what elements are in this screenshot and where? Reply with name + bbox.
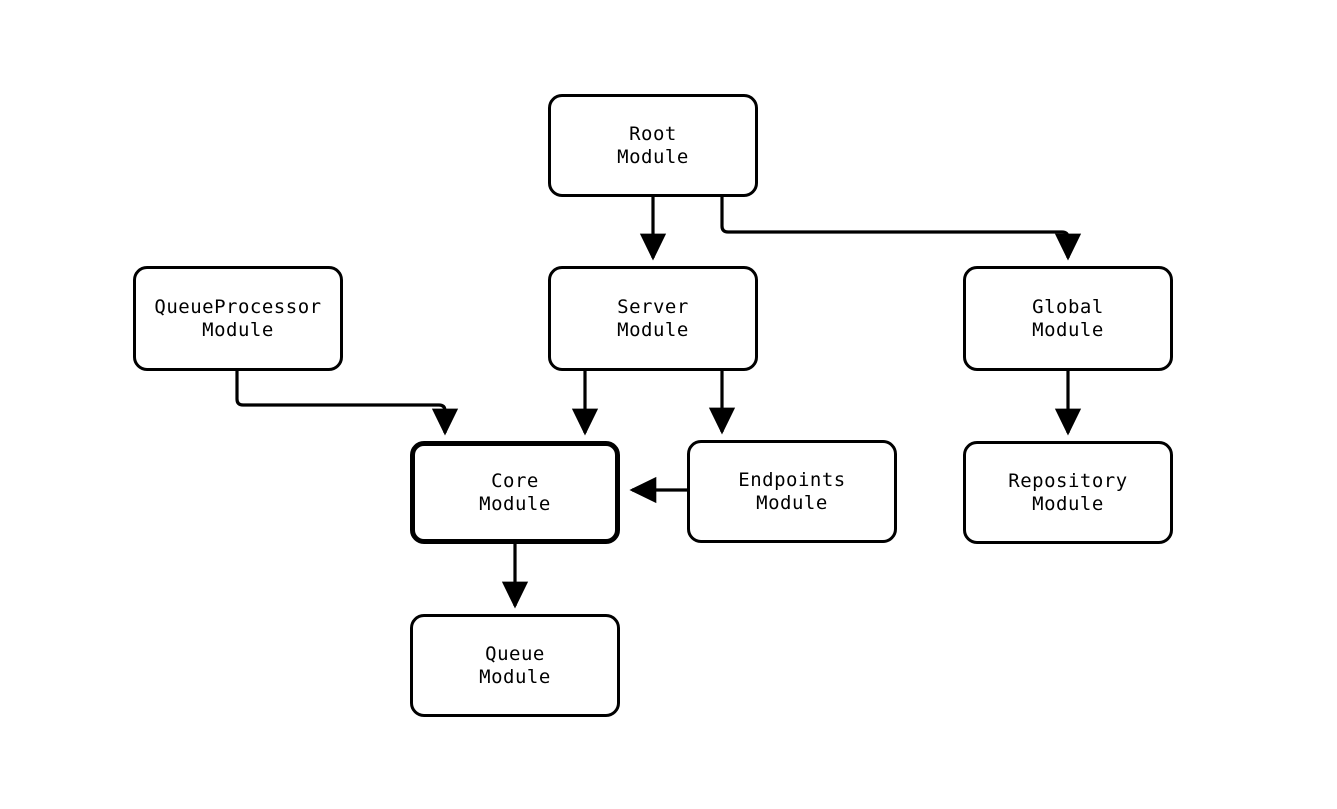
node-label-global: Global Module bbox=[1032, 295, 1104, 341]
node-label-repository: Repository Module bbox=[1008, 469, 1128, 515]
node-label-root: Root Module bbox=[617, 122, 689, 168]
node-server[interactable]: Server Module bbox=[548, 266, 758, 371]
node-label-server: Server Module bbox=[617, 295, 689, 341]
node-endpoints[interactable]: Endpoints Module bbox=[687, 440, 897, 543]
node-label-endpoints: Endpoints Module bbox=[738, 468, 846, 514]
node-global[interactable]: Global Module bbox=[963, 266, 1173, 371]
node-repository[interactable]: Repository Module bbox=[963, 441, 1173, 544]
node-label-core: Core Module bbox=[479, 469, 551, 515]
edge-queueprocessor-to-core bbox=[235, 371, 459, 436]
edge-group bbox=[235, 197, 1082, 609]
node-label-queue: Queue Module bbox=[479, 642, 551, 688]
node-queue[interactable]: Queue Module bbox=[410, 614, 620, 717]
edge-root-to-global bbox=[720, 197, 1082, 261]
node-root[interactable]: Root Module bbox=[548, 94, 758, 197]
node-label-queueprocessor: QueueProcessor Module bbox=[154, 295, 322, 341]
node-queueprocessor[interactable]: QueueProcessor Module bbox=[133, 266, 343, 371]
node-core[interactable]: Core Module bbox=[410, 441, 620, 544]
